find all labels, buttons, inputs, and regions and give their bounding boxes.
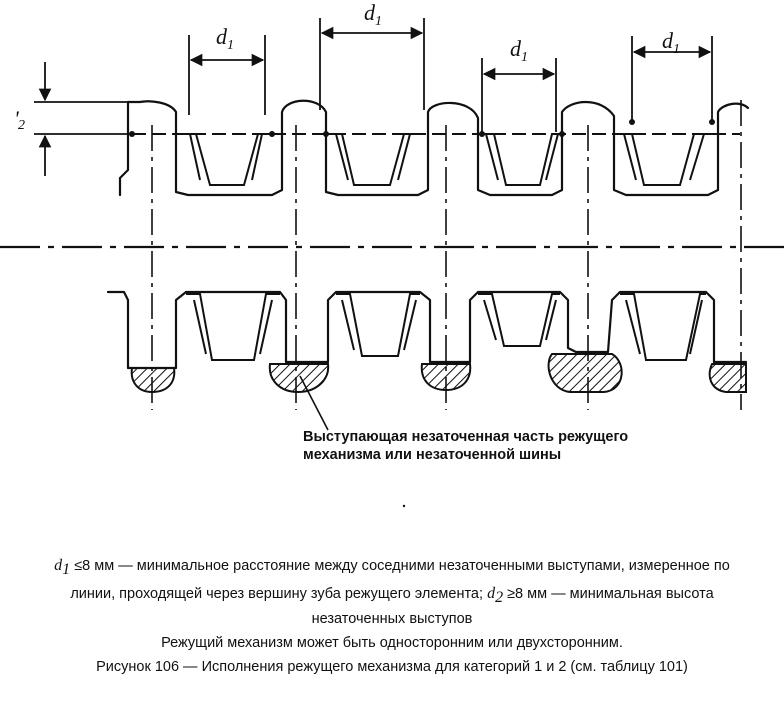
dimension-labels: d1 d1 d1 d1 ' 2 bbox=[14, 0, 680, 133]
lower-cutter-teeth bbox=[186, 293, 706, 361]
svg-text:d1: d1 bbox=[662, 28, 680, 57]
projection-5 bbox=[708, 363, 747, 393]
d2-dimension bbox=[34, 62, 140, 176]
caption-note: Режущий механизм может быть односторонни… bbox=[161, 635, 623, 651]
callout-line-1: Выступающая незаточенная часть режущего bbox=[303, 429, 629, 445]
projection-callout: Выступающая незаточенная часть режущего … bbox=[303, 428, 628, 464]
projection-4 bbox=[547, 353, 623, 393]
link-axes bbox=[151, 100, 742, 410]
projection-1 bbox=[130, 367, 176, 394]
svg-text:d1: d1 bbox=[364, 0, 382, 29]
upper-chain-outline bbox=[118, 99, 750, 197]
svg-text:d1: d1 bbox=[510, 36, 528, 65]
callout-leader bbox=[299, 375, 329, 431]
caption-line-1: d1 ≤8 мм — минимальное расстояние между … bbox=[54, 557, 730, 578]
svg-text:d1: d1 bbox=[216, 24, 234, 53]
figure-caption: Рисунок 106 — Исполнения режущего механи… bbox=[96, 659, 688, 675]
cutting-mechanism-diagram: d1 d1 d1 d1 ' 2 bbox=[0, 0, 784, 508]
caption-line-2: линии, проходящей через вершину зуба реж… bbox=[70, 585, 714, 606]
projection-2 bbox=[268, 363, 330, 394]
svg-text:': ' bbox=[14, 106, 19, 131]
d1-dimensions bbox=[188, 18, 713, 132]
callout-line-2: механизма или незаточенной шины bbox=[303, 447, 562, 463]
lower-chain-outline bbox=[106, 290, 748, 370]
svg-text:2: 2 bbox=[18, 118, 25, 133]
caption-line-3: незаточенных выступов bbox=[311, 611, 473, 627]
